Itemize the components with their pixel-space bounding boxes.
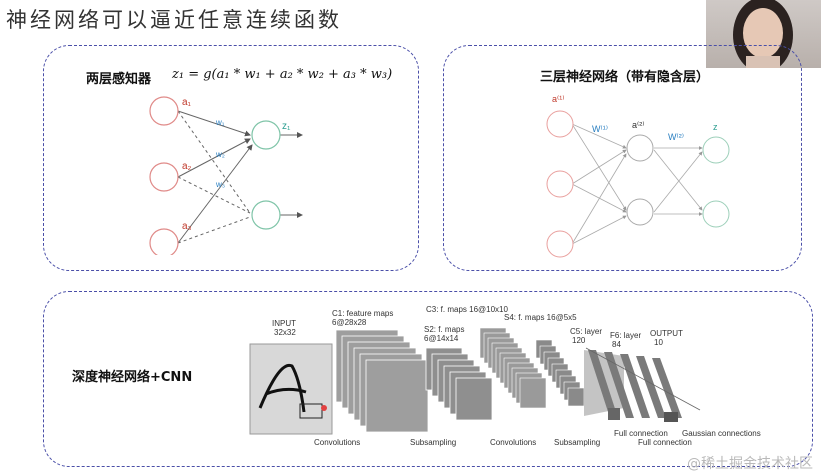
perceptron-diagram: a₁ a₂ a₃ w₁ w₂ w₃ z₁ [149,96,303,255]
node-z1 [251,120,281,150]
label-a1: a₁ [182,97,192,108]
three-layer-title: 三层神经网络（带有隐含层） [540,70,710,85]
label-a2: a⁽²⁾ [632,120,644,130]
label-c5-size: 120 [572,336,586,345]
label-c1-size: 6@28x28 [332,318,367,327]
label-c5: C5: layer [570,327,602,336]
label-w3: w₃ [215,180,225,189]
op-7: Gaussian connections [682,429,761,438]
node-a1 [149,96,179,126]
output-node-1 [702,136,730,164]
perceptron-formula: z₁ = g(a₁ * w₁ + a₂ * w₂ + a₃ * w₃) [172,67,393,82]
label-f6-size: 84 [612,340,621,349]
label-z: z [713,122,718,132]
hidden-node-1 [626,134,654,162]
node-h2 [251,200,281,230]
label-output: OUTPUT [650,329,683,338]
cnn-title: 深度神经网络+CNN [72,370,193,385]
op-6: Full connection [638,438,692,447]
cnn-diagram: INPUT 32x32 C1: feature maps 6@28x28 C3:… [249,305,761,447]
label-input: INPUT [272,319,296,328]
perceptron-title: 两层感知器 [86,72,152,87]
op-4: Subsampling [554,438,600,447]
edge-a3-z1 [177,144,253,244]
three-layer-diagram: a⁽¹⁾ W⁽¹⁾ a⁽²⁾ W⁽²⁾ z [546,94,730,258]
label-w2: w₂ [215,150,225,159]
hidden-node-2 [626,198,654,226]
input-node-3 [546,230,574,258]
label-s2: S2: f. maps [424,325,464,334]
label-s4: S4: f. maps 16@5x5 [504,313,577,322]
input-node-2 [546,170,574,198]
label-c3: C3: f. maps 16@10x10 [426,305,508,314]
op-2: Subsampling [410,438,456,447]
perceptron-panel [43,45,419,271]
op-3: Convolutions [490,438,536,447]
label-w1: w₁ [215,118,225,127]
output-node-2 [702,200,730,228]
label-input-size: 32x32 [274,328,296,337]
label-f6: F6: layer [610,331,641,340]
slide-title: 神经网络可以逼近任意连续函数 [6,8,342,32]
three-layer-panel [443,45,802,271]
cnn-panel [43,291,813,467]
node-a2 [149,162,179,192]
label-w2: W⁽²⁾ [668,132,684,142]
label-a3: a₃ [182,221,192,232]
edge-a3-h2 [177,216,251,244]
label-output-size: 10 [654,338,663,347]
edge-a2-z1 [177,138,251,178]
op-5: Full connection [614,429,668,438]
node-a3 [149,228,179,255]
edge-a1-h2 [177,110,251,214]
input-node-1 [546,110,574,138]
label-a1: a⁽¹⁾ [552,94,564,104]
letter-a [258,363,307,413]
label-z1: z₁ [282,121,291,132]
label-c1: C1: feature maps [332,309,393,318]
watermark: @稀土掘金技术社区 [687,456,813,472]
label-s2-size: 6@14x14 [424,334,459,343]
edge-a2-h2 [177,176,251,214]
op-1: Convolutions [314,438,360,447]
edge-a1-z1 [177,110,251,137]
label-a2: a₂ [182,161,192,172]
label-w1: W⁽¹⁾ [592,124,608,134]
